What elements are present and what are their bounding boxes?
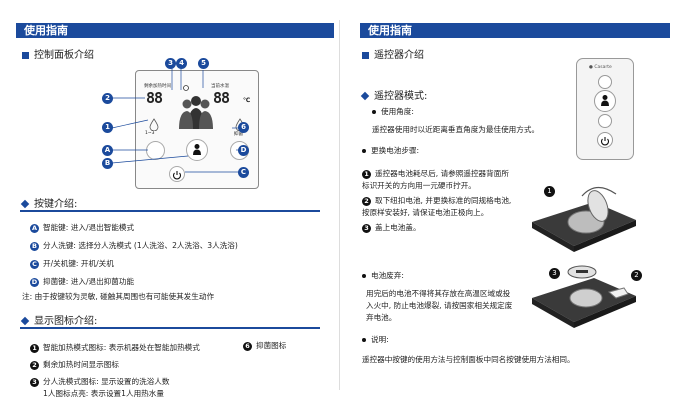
- right-page-header: 使用指南: [360, 23, 670, 38]
- divider: [20, 210, 320, 212]
- callout-1: 1: [102, 122, 113, 133]
- remaining-time-digits: 88: [146, 89, 163, 107]
- note-text: 遥控器中按键的使用方法与控制面板中同名按键使用方法相同。: [362, 355, 575, 364]
- antibacterial-text: 抑菌: [234, 132, 243, 137]
- battery-cover-open-illustration: [532, 186, 636, 252]
- image-step-2: 2: [631, 270, 642, 281]
- remote-power-button[interactable]: [597, 132, 613, 148]
- square-bullet-icon: [22, 51, 29, 59]
- diamond-bullet-icon: [20, 199, 30, 209]
- bullet-dot-icon: [362, 149, 366, 153]
- power-icon: [600, 137, 610, 146]
- panel-section-title: 控制面板介绍: [22, 46, 94, 61]
- smart-button[interactable]: [146, 141, 165, 160]
- battery-replace-illustration: [532, 265, 636, 328]
- remote-illustration: ● Casarte: [576, 58, 634, 160]
- brand-logo: ● Casarte: [589, 65, 612, 70]
- bullet-dot-icon: [362, 274, 366, 278]
- smart-heat-icon: [149, 118, 159, 131]
- keys-section-title: 按键介绍:: [20, 195, 77, 210]
- remote-smart-button[interactable]: [598, 75, 612, 89]
- divider: [20, 327, 320, 329]
- icons-section-title: 显示图标介绍:: [20, 312, 97, 327]
- list-item-sub: 1人图标点亮: 表示设置1人用热水量: [43, 389, 164, 398]
- person-mode-button[interactable]: [186, 139, 208, 161]
- callout-2: 2: [102, 93, 113, 104]
- remote-antibacterial-button[interactable]: [598, 114, 612, 128]
- person-icon: [601, 95, 609, 106]
- power-icon: [172, 171, 182, 180]
- callout-c: C: [238, 167, 249, 178]
- callout-5: 5: [198, 58, 209, 69]
- diamond-bullet-icon: [360, 91, 370, 101]
- callout-a: A: [102, 145, 113, 156]
- left-page-header: 使用指南: [16, 23, 334, 38]
- bullet-dot-icon: [372, 110, 376, 114]
- person-icon: [193, 144, 201, 155]
- square-bullet-icon: [362, 51, 369, 59]
- callout-4: 4: [176, 58, 187, 69]
- callout-6: 6: [238, 122, 249, 133]
- mode-title: 遥控器模式:: [360, 87, 427, 102]
- person-count-text: 1~3: [145, 131, 155, 136]
- callout-b: B: [102, 158, 113, 169]
- callout-d: D: [238, 145, 249, 156]
- callout-lines: [111, 68, 245, 173]
- dispose-title: 电池废弃:: [362, 270, 404, 282]
- bullet-dot-icon: [362, 338, 366, 342]
- water-temp-digits: 88: [213, 89, 230, 107]
- diamond-bullet-icon: [20, 316, 30, 326]
- water-temp-label: 当前水温: [211, 84, 229, 89]
- image-step-1: 1: [544, 186, 555, 197]
- key-note: 注: 由于按键较为灵敏, 碰触其周围也有可能使其发生动作: [22, 292, 215, 301]
- remaining-time-label: 剩余加热时间: [144, 84, 171, 89]
- remote-section-title: 遥控器介绍: [362, 46, 424, 61]
- angle-text: 遥控器使用时以近距离垂直角度为最佳使用方式。: [372, 125, 540, 134]
- people-icon: [179, 96, 213, 129]
- power-button[interactable]: [169, 166, 185, 182]
- image-step-3: 3: [549, 268, 560, 279]
- remote-person-button[interactable]: [594, 90, 616, 112]
- note-title: 说明:: [362, 334, 389, 346]
- dispose-text: 用完后的电池不得将其存放在高温区域或投入火中, 防止电池爆裂, 请按国家相关规定…: [366, 289, 513, 322]
- battery-title: 更换电池步骤:: [362, 145, 419, 157]
- celsius-unit: ℃: [243, 97, 251, 104]
- sun-icon: [183, 85, 189, 91]
- callout-3: 3: [165, 58, 176, 69]
- page-divider: [339, 20, 340, 390]
- angle-title: 使用角度:: [372, 106, 414, 118]
